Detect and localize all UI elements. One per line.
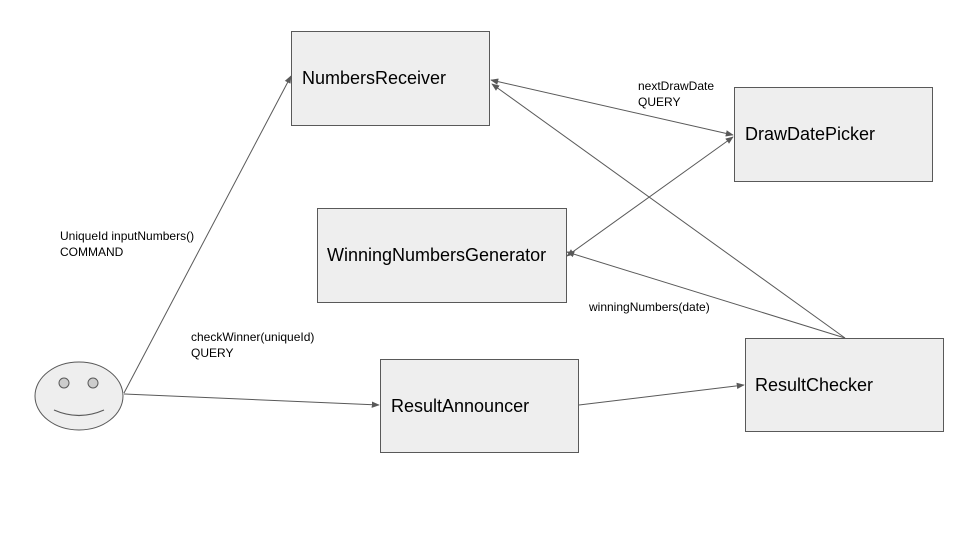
arrow-result-checker-to-generator (566, 251, 846, 339)
draw-date-picker-label: DrawDatePicker (745, 124, 876, 144)
smiley-face-icon (34, 361, 124, 431)
winning-numbers-generator-label: WinningNumbersGenerator (327, 245, 547, 265)
arrow-actor-to-result-announcer (123, 393, 380, 408)
arrow-numbers-receiver-draw-date-picker (490, 78, 734, 137)
next-draw-date-label-line1: nextDrawDate (638, 79, 715, 93)
input-numbers-label: UniqueId inputNumbers() COMMAND (60, 228, 194, 260)
draw-date-picker-box: DrawDatePicker (734, 87, 933, 182)
arrow-generator-draw-date-picker (566, 136, 734, 257)
arrow-result-checker-to-numbers-receiver (491, 83, 846, 339)
winning-numbers-label: winningNumbers(date) (589, 300, 710, 314)
check-winner-label-line1: checkWinner(uniqueId) (191, 330, 315, 344)
winning-numbers-generator-box: WinningNumbersGenerator (317, 208, 567, 303)
numbers-receiver-box: NumbersReceiver (291, 31, 490, 126)
result-checker-label: ResultChecker (755, 374, 874, 395)
check-winner-label: checkWinner(uniqueId) QUERY (191, 329, 314, 361)
arrow-result-announcer-to-result-checker (578, 382, 745, 406)
next-draw-date-label-line2: QUERY (638, 95, 681, 109)
numbers-receiver-label: NumbersReceiver (302, 68, 447, 88)
result-announcer-label: ResultAnnouncer (391, 395, 530, 416)
input-numbers-label-line1: UniqueId inputNumbers() (60, 229, 195, 243)
next-draw-date-label: nextDrawDate QUERY (638, 78, 714, 110)
check-winner-label-line2: QUERY (191, 346, 234, 360)
input-numbers-label-line2: COMMAND (60, 245, 124, 259)
result-checker-box: ResultChecker (745, 338, 944, 432)
result-announcer-box: ResultAnnouncer (380, 359, 579, 453)
arrow-actor-to-numbers-receiver (123, 75, 292, 394)
